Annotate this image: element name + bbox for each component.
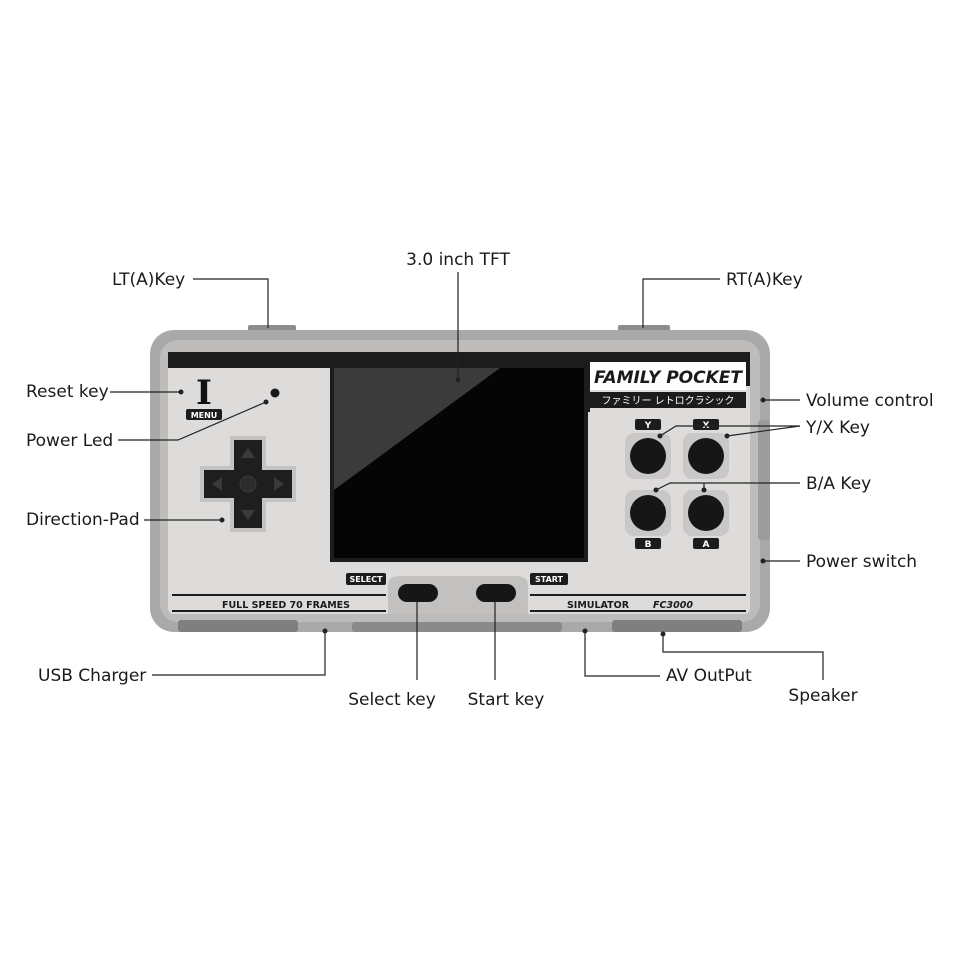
- select-tag: [346, 573, 386, 585]
- speaker-leader: [662, 634, 824, 680]
- bottom-left-print: FULL SPEED 70 FRAMES: [222, 600, 350, 611]
- handheld-console: FAMILY POCKET ファミリー レトロクラシック I MENU Y X …: [150, 325, 770, 632]
- b-dot: [653, 487, 659, 493]
- rt-key-label: RT(A)Key: [726, 270, 803, 290]
- usb-label: USB Charger: [38, 666, 146, 686]
- dpad-left-arrow: [212, 477, 222, 491]
- menu-logo[interactable]: I: [196, 373, 212, 413]
- y-dot: [657, 433, 663, 439]
- a-button[interactable]: [683, 490, 729, 536]
- usb-dot: [322, 628, 328, 634]
- power-led-dot: [263, 399, 269, 405]
- power-led: [270, 388, 280, 398]
- subtitle-text: ファミリー レトロクラシック: [602, 395, 735, 407]
- ba-key-leader: [655, 482, 800, 491]
- x-dot: [724, 433, 730, 439]
- left-top-bar: [168, 352, 332, 368]
- power-switch-dot: [760, 558, 766, 564]
- select-button[interactable]: [398, 584, 438, 602]
- b-tag-text: B: [645, 540, 652, 550]
- y-tag: [635, 419, 661, 430]
- speaker-dot: [660, 631, 666, 637]
- av-leader: [584, 632, 660, 677]
- strip-line-right-top: [530, 594, 746, 596]
- x-tag: [693, 419, 719, 430]
- lt-key-leader: [193, 278, 269, 328]
- x-button[interactable]: [683, 433, 729, 479]
- av-dot: [582, 628, 588, 634]
- power-switch-label: Power switch: [806, 552, 917, 572]
- strip-line-left-bottom: [172, 610, 386, 612]
- a-tag: [693, 538, 719, 549]
- volume-wheel[interactable]: [758, 420, 770, 540]
- b-button[interactable]: [625, 490, 671, 536]
- start-key-label: Start key: [468, 690, 545, 710]
- yx-key-label: Y/X Key: [805, 418, 870, 438]
- select-tag-text: SELECT: [349, 575, 383, 584]
- bottom-strip-middle: [352, 622, 562, 632]
- start-button[interactable]: [476, 584, 516, 602]
- speaker-label: Speaker: [788, 686, 857, 706]
- dpad-up-arrow: [241, 448, 255, 458]
- b-tag: [635, 538, 661, 549]
- strip-line-left-top: [172, 594, 386, 596]
- ba-key-label: B/A Key: [806, 474, 871, 494]
- volume-label: Volume control: [806, 391, 934, 411]
- y-button[interactable]: [625, 433, 671, 479]
- brand-text: FAMILY POCKET: [594, 368, 743, 388]
- screen-dot: [455, 377, 461, 383]
- brand-plate: [590, 362, 746, 390]
- bottom-strip-left: [178, 620, 298, 632]
- rt-key-leader: [642, 278, 720, 328]
- speaker-grille: [612, 620, 742, 632]
- av-label: AV OutPut: [666, 666, 752, 686]
- yx-key-leader: [659, 425, 801, 437]
- start-tag-text: START: [535, 575, 564, 584]
- y-tag-text: Y: [644, 421, 652, 431]
- direction-pad[interactable]: [200, 436, 296, 532]
- select-key-label: Select key: [348, 690, 436, 710]
- dpad-down-arrow: [241, 510, 255, 520]
- screen-label: 3.0 inch TFT: [406, 250, 510, 270]
- screen-glare: [334, 368, 500, 490]
- usb-leader: [152, 632, 326, 676]
- power-led-label: Power Led: [26, 431, 113, 451]
- callouts: LT(A)Key 3.0 inch TFT RT(A)Key Reset key…: [26, 250, 934, 710]
- reset-key-dot: [178, 389, 184, 395]
- dpad-label: Direction-Pad: [26, 510, 140, 530]
- volume-dot: [760, 397, 766, 403]
- menu-text: MENU: [191, 411, 218, 420]
- bottom-right-print-left: SIMULATOR: [567, 600, 630, 611]
- bottom-right-print-right: FC3000: [653, 600, 693, 611]
- start-tag: [530, 573, 568, 585]
- a-dot: [701, 487, 707, 493]
- power-led-leader: [118, 401, 267, 441]
- strip-line-right-bottom: [530, 610, 746, 612]
- dpad-dot: [219, 517, 225, 523]
- lt-key-label: LT(A)Key: [112, 270, 185, 290]
- reset-key-label: Reset key: [26, 382, 109, 402]
- dpad-right-arrow: [274, 477, 284, 491]
- a-tag-text: A: [703, 540, 710, 550]
- subtitle-bar: [590, 392, 746, 408]
- menu-badge: [186, 409, 222, 420]
